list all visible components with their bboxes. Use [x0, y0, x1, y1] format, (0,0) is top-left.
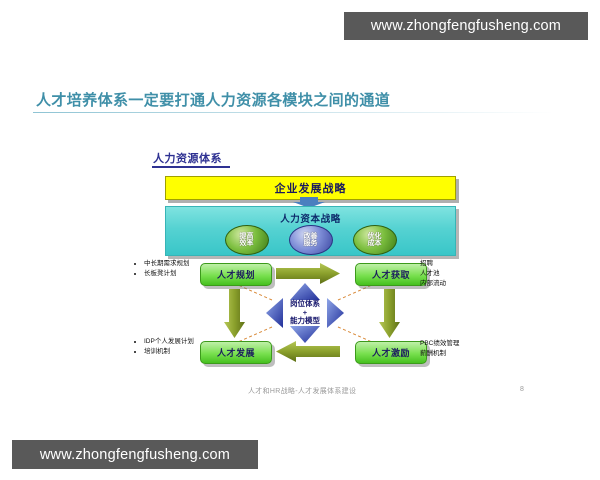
module-label-talent-development: 人才发展 — [216, 348, 255, 358]
center-diamond-arrows-icon — [266, 283, 344, 343]
notes-bottom-left: IDP个人发展计划 培训机制 — [136, 337, 194, 357]
goal-circle-efficiency-line1: 提高 — [239, 232, 254, 240]
flow-arrow-top — [276, 263, 340, 284]
note-item: 培训机制 — [144, 347, 194, 357]
center-core-line2: + — [302, 307, 308, 317]
goal-circle-efficiency-line2: 效率 — [239, 240, 254, 247]
enterprise-strategy-label: 企业发展战略 — [274, 183, 347, 195]
center-core-line1: 岗位体系 — [290, 299, 320, 309]
note-item: 长板凳计划 — [144, 269, 190, 279]
human-capital-strategy-title: 人力资本战略 — [280, 214, 341, 225]
watermark-top: www.zhongfengfusheng.com — [344, 12, 588, 40]
note-item: 内部流动 — [420, 279, 446, 287]
watermark-bottom: www.zhongfengfusheng.com — [12, 440, 258, 469]
title-divider — [33, 112, 554, 113]
enterprise-strategy-bar: 企业发展战略 — [165, 176, 456, 200]
module-label-talent-incentive: 人才激励 — [371, 348, 410, 358]
module-box-talent-planning[interactable]: 人才规划 — [200, 263, 272, 286]
module-box-talent-development[interactable]: 人才发展 — [200, 341, 272, 364]
watermark-top-text: www.zhongfengfusheng.com — [370, 18, 562, 34]
strategy-down-connector-icon — [293, 197, 325, 208]
notes-top-left: 中长期需求规划 长板凳计划 — [136, 259, 190, 279]
goal-circle-service-line1: 改善 — [303, 232, 318, 240]
goal-circle-service-line2: 服务 — [303, 240, 318, 247]
module-box-talent-acquisition[interactable]: 人才获取 — [355, 263, 427, 286]
module-box-talent-incentive[interactable]: 人才激励 — [355, 341, 427, 364]
module-label-talent-acquisition: 人才获取 — [371, 270, 410, 280]
slide-footer-note: 人才和HR战略-人才发展体系建设 — [248, 388, 357, 395]
notes-bottom-right: PBC绩效管理 薪酬机制 — [420, 339, 459, 359]
flow-arrow-bottom — [276, 341, 340, 362]
watermark-bottom-text: www.zhongfengfusheng.com — [39, 446, 231, 463]
capital-goal-circles: 提高 效率 改善 服务 优化 成本 — [166, 225, 455, 255]
page-title: 人才培养体系一定要打通人力资源各模块之间的通道 — [36, 92, 391, 109]
diagram-heading: 人力资源体系 — [153, 153, 222, 165]
goal-circle-cost-line2: 成本 — [367, 240, 382, 247]
goal-circle-cost: 优化 成本 — [352, 225, 397, 255]
center-dashed-links — [237, 284, 373, 343]
human-capital-strategy-box: 人力资本战略 提高 效率 改善 服务 优化 成本 — [165, 206, 456, 256]
note-item: PBC绩效管理 — [420, 340, 460, 347]
center-core-line3: 能力模型 — [290, 316, 320, 326]
goal-circle-cost-line1: 优化 — [367, 232, 382, 240]
note-item: 招聘 — [420, 260, 433, 267]
flow-arrow-left — [224, 289, 245, 338]
goal-circle-service: 改善 服务 — [288, 225, 333, 255]
goal-circle-efficiency: 提高 效率 — [224, 225, 269, 255]
note-item: 人才池 — [420, 269, 440, 277]
flow-arrow-right — [379, 289, 400, 338]
module-label-talent-planning: 人才规划 — [216, 270, 255, 280]
note-item: 薪酬机制 — [420, 349, 446, 357]
note-item: IDP个人发展计划 — [144, 337, 194, 347]
center-core-label: 岗位体系 + 能力模型 — [279, 298, 331, 328]
slide-page-number: 8 — [520, 386, 524, 393]
diagram-heading-underline — [152, 166, 230, 168]
note-item: 中长期需求规划 — [144, 259, 190, 269]
notes-top-right: 招聘 人才池 内部流动 — [420, 259, 446, 288]
